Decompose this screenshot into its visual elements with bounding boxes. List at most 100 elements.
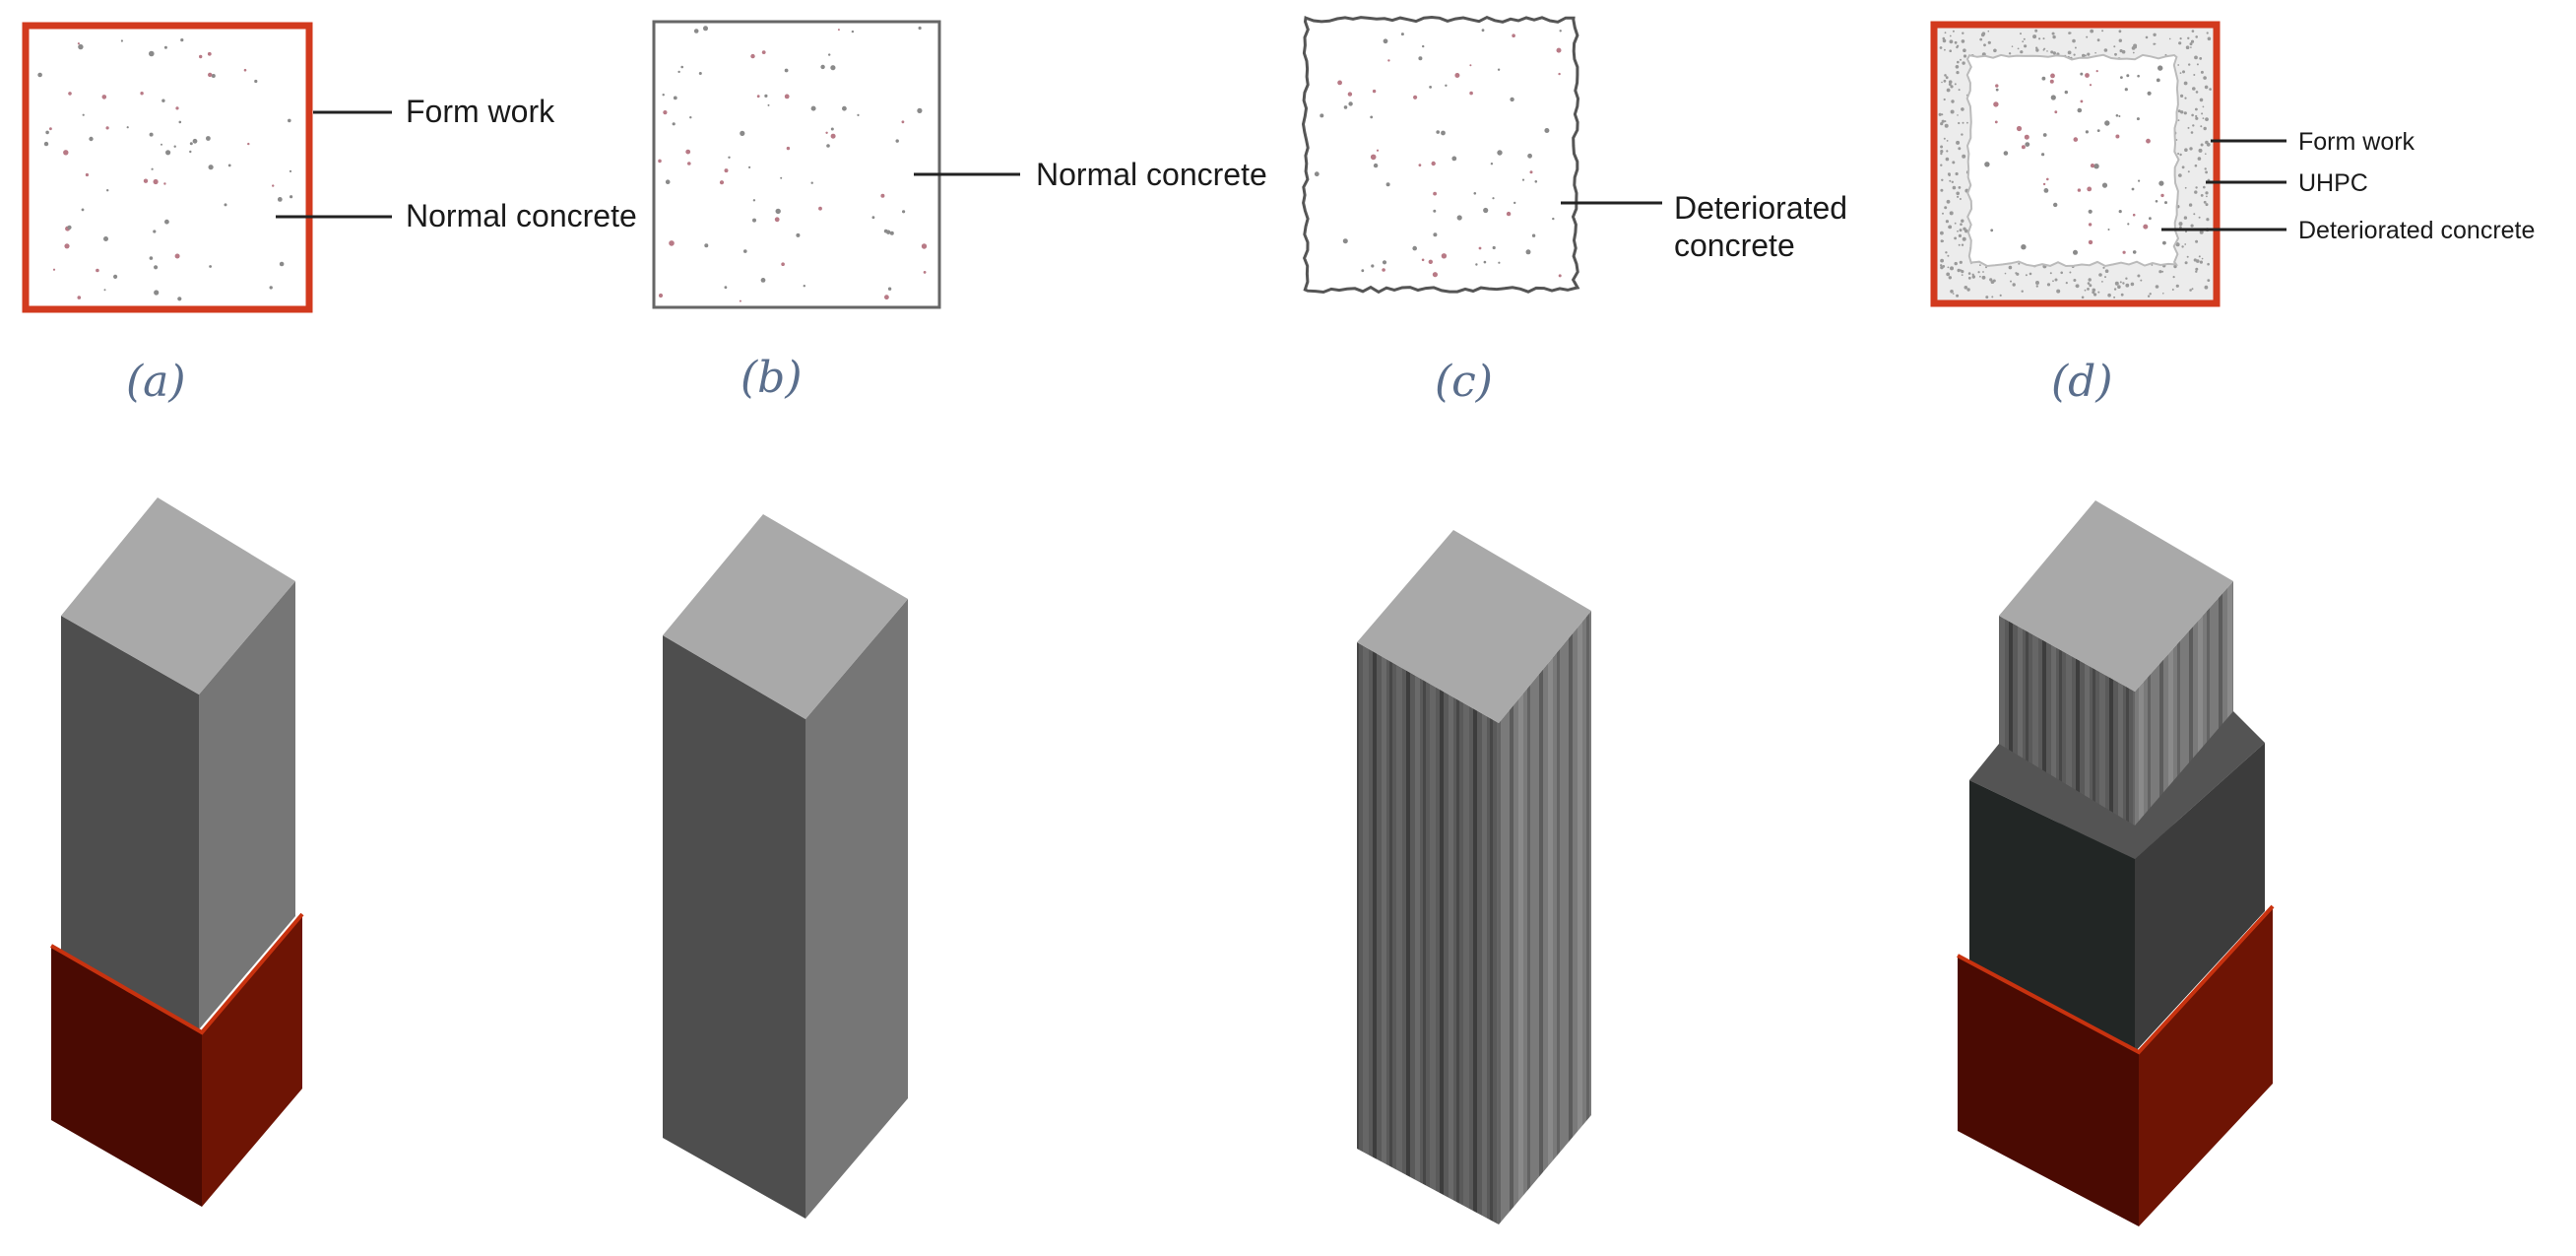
aggregate-speck: [2198, 216, 2201, 219]
aggregate-speck: [2184, 186, 2187, 189]
aggregate-speck: [189, 142, 193, 146]
column-top-face: [663, 514, 908, 719]
aggregate-speck: [206, 136, 211, 141]
aggregate-speck: [2160, 193, 2164, 198]
aggregate-speck: [1962, 236, 1966, 241]
aggregate-speck: [2206, 32, 2209, 34]
callout-uhpc: UHPC: [2298, 169, 2368, 197]
aggregate-speck: [2187, 36, 2190, 39]
aggregate-speck: [2101, 30, 2104, 33]
aggregate-speck: [1993, 101, 1999, 107]
aggregate-speck: [2178, 173, 2182, 177]
aggregate-speck: [698, 72, 702, 75]
aggregate-speck: [740, 130, 745, 136]
aggregate-speck: [803, 285, 805, 288]
aggregate-speck: [2149, 217, 2152, 221]
aggregate-speck: [693, 29, 699, 33]
aggregate-speck: [884, 295, 889, 300]
aggregate-speck: [1957, 114, 1959, 116]
aggregate-speck: [2188, 203, 2193, 207]
aggregate-speck: [2090, 164, 2095, 168]
aggregate-speck: [2025, 142, 2030, 148]
aggregate-speck: [2041, 153, 2045, 157]
aggregate-speck: [2179, 72, 2182, 74]
aggregate-speck: [49, 127, 52, 131]
aggregate-speck: [163, 45, 167, 49]
aggregate-speck: [2204, 85, 2209, 90]
aggregate-speck: [1531, 233, 1536, 237]
aggregate-speck: [1947, 266, 1950, 269]
aggregate-speck: [1512, 33, 1515, 37]
aggregate-speck: [895, 139, 899, 143]
aggregate-speck: [2161, 270, 2164, 273]
aggregate-speck: [180, 38, 184, 42]
aggregate-speck: [1941, 178, 1944, 181]
deteriorated-core: [1965, 53, 2180, 268]
panel-a: Form work Normal concrete (a): [22, 22, 637, 1207]
aggregate-speck: [1943, 137, 1946, 140]
aggregate-speck: [1948, 276, 1953, 280]
aggregate-speck: [1343, 105, 1348, 109]
aggregate-speck: [2189, 42, 2193, 46]
aggregate-speck: [1938, 112, 1942, 116]
aggregate-speck: [2012, 283, 2016, 287]
aggregate-speck: [760, 278, 766, 283]
aggregate-speck: [189, 150, 192, 154]
aggregate-speck: [1473, 192, 1477, 195]
aggregate-speck: [739, 299, 741, 302]
aggregate-speck: [2082, 53, 2086, 58]
aggregate-speck: [290, 195, 293, 199]
aggregate-speck: [828, 53, 831, 56]
aggregate-speck: [2016, 125, 2023, 132]
panel-label-c: (c): [1435, 357, 1493, 407]
aggregate-speck: [784, 94, 790, 99]
aggregate-speck: [2191, 113, 2194, 117]
aggregate-speck: [2115, 114, 2119, 117]
aggregate-speck: [1940, 188, 1944, 192]
aggregate-speck: [2074, 46, 2077, 49]
aggregate-speck: [2195, 116, 2199, 120]
aggregate-speck: [1952, 293, 1955, 295]
aggregate-speck: [2192, 124, 2195, 127]
aggregate-speck: [1979, 37, 1983, 41]
panel-d: Form work UHPC Deteriorated concrete (d): [1930, 21, 2535, 1226]
aggregate-speck: [1957, 230, 1959, 232]
aggregate-speck: [1940, 258, 1944, 263]
aggregate-speck: [796, 232, 801, 237]
aggregate-speck: [1431, 161, 1436, 166]
aggregate-speck: [2043, 188, 2049, 193]
aggregate-speck: [2155, 200, 2158, 203]
aggregate-speck: [1456, 215, 1462, 221]
formwork-right-face: [202, 914, 302, 1207]
aggregate-speck: [672, 122, 676, 126]
aggregate-speck: [1413, 95, 1418, 99]
aggregate-speck: [719, 180, 725, 185]
aggregate-speck: [2186, 255, 2189, 258]
aggregate-speck: [1478, 246, 1482, 250]
column-right-face: [805, 599, 908, 1219]
aggregate-speck: [2204, 285, 2209, 290]
aggregate-speck: [2122, 282, 2125, 285]
aggregate-speckles: [37, 38, 293, 301]
aggregate-speck: [2104, 120, 2110, 126]
aggregate-speck: [2084, 54, 2087, 57]
aggregate-speck: [209, 265, 213, 268]
panel-d-cross-section: [1930, 21, 2221, 307]
aggregate-speck: [1348, 101, 1353, 106]
aggregate-speck: [140, 92, 144, 96]
panel-label-b: (b): [741, 353, 803, 403]
formwork-top-edge: [1957, 904, 2275, 1055]
aggregate-speck: [673, 96, 677, 100]
aggregate-speck: [2119, 281, 2122, 284]
aggregate-speck: [2115, 134, 2120, 139]
aggregate-speck: [2181, 165, 2185, 169]
aggregate-speck: [2056, 289, 2061, 294]
concrete-outline: [652, 20, 941, 309]
aggregate-speck: [2020, 50, 2024, 54]
aggregate-speck: [1987, 40, 1991, 44]
aggregate-speck: [2090, 29, 2094, 33]
aggregate-speck: [1558, 274, 1562, 278]
aggregate-speck: [2075, 284, 2080, 289]
aggregate-speck: [2184, 148, 2188, 152]
